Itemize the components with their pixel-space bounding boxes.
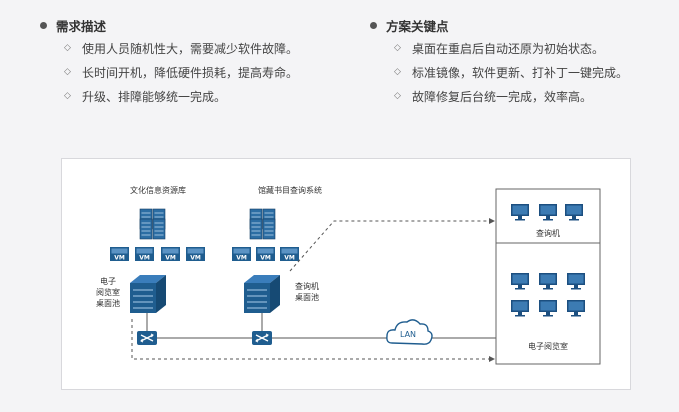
requirements-heading: 需求描述 xyxy=(40,14,360,36)
solution-section: 方案关键点 ◇桌面在重启后自动还原为初始状态。 ◇标准镜像，软件更新、打补丁一键… xyxy=(370,14,679,108)
diamond-icon: ◇ xyxy=(394,91,401,101)
reading-room-label: 电子阅览室 xyxy=(528,341,568,351)
requirement-item: ◇长时间开机，降低硬件损耗，提高寿命。 xyxy=(64,65,299,80)
bullet-dot xyxy=(40,21,47,29)
solution-item: ◇桌面在重启后自动还原为初始状态。 xyxy=(394,41,605,56)
query-terminals-label: 查询机 xyxy=(536,228,560,238)
left-switch xyxy=(136,330,158,346)
mid-vm-row xyxy=(232,247,299,262)
mid-pool-label: 查询机 xyxy=(295,281,319,291)
requirement-item: ◇升级、排障能够统一完成。 xyxy=(64,89,227,104)
solution-heading: 方案关键点 xyxy=(370,14,679,36)
left-pool-label: 桌面池 xyxy=(96,298,120,308)
mid-switch xyxy=(251,330,273,346)
diamond-icon: ◇ xyxy=(394,43,401,53)
network-diagram-panel: VM 文化信息资源库 馆藏书目查询系统 xyxy=(61,158,631,390)
left-vds-box xyxy=(129,274,167,314)
diamond-icon: ◇ xyxy=(64,91,71,101)
lan-cloud: LAN xyxy=(386,319,433,345)
left-pool-label: 电子 xyxy=(100,276,116,286)
bullet-dot xyxy=(370,21,377,29)
left-pool-label: 阅览室 xyxy=(96,287,120,297)
lan-label: LAN xyxy=(400,330,416,339)
requirement-item: ◇使用人员随机性大，需要减少软件故障。 xyxy=(64,41,299,56)
mid-vds-box xyxy=(243,274,281,314)
diamond-icon: ◇ xyxy=(64,43,71,53)
solution-item: ◇故障修复后台统一完成，效率高。 xyxy=(394,89,593,104)
mid-pool-label: 桌面池 xyxy=(295,292,319,302)
left-server-racks xyxy=(139,208,166,240)
mid-server-racks xyxy=(249,208,276,240)
solution-item: ◇标准镜像，软件更新、打补丁一键完成。 xyxy=(394,65,629,80)
query-terminals xyxy=(511,204,583,221)
network-diagram: VM 文化信息资源库 馆藏书目查询系统 xyxy=(96,185,601,365)
diamond-icon: ◇ xyxy=(394,67,401,77)
requirements-section: 需求描述 ◇使用人员随机性大，需要减少软件故障。 ◇长时间开机，降低硬件损耗，提… xyxy=(40,14,360,108)
diamond-icon: ◇ xyxy=(64,67,71,77)
mid-system-label: 馆藏书目查询系统 xyxy=(258,185,322,195)
left-db-label: 文化信息资源库 xyxy=(130,185,186,195)
left-vm-row xyxy=(110,247,205,262)
